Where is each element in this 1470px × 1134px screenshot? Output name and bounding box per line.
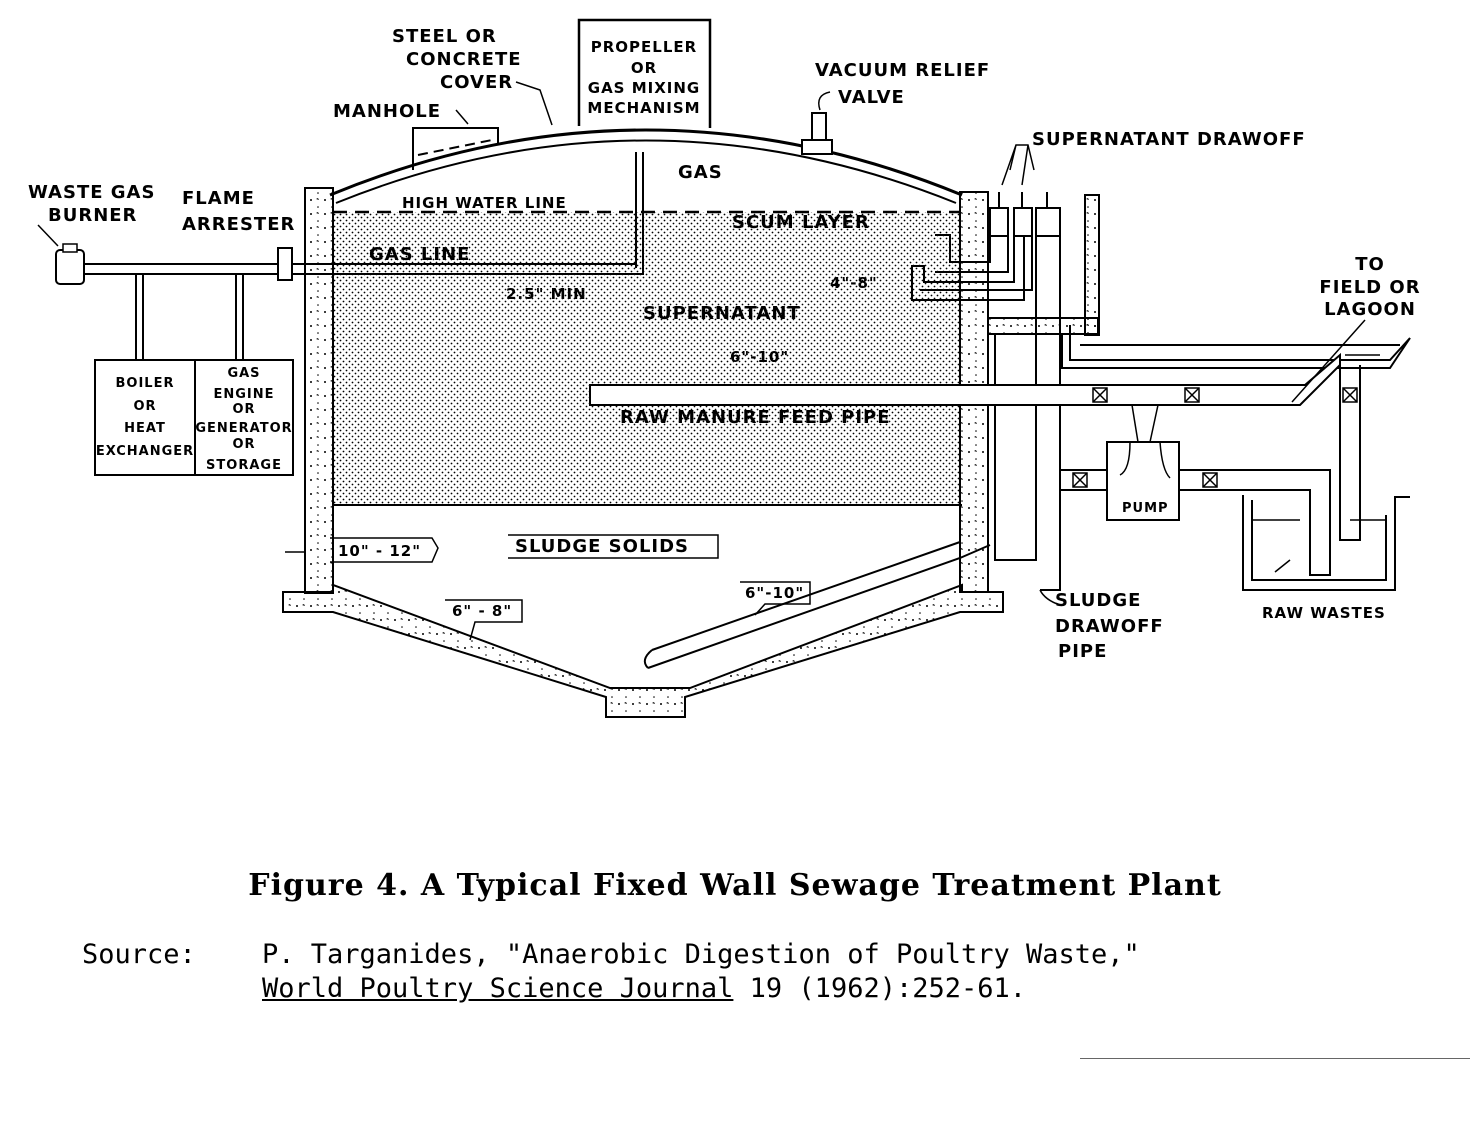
- raw-wastes-label: RAW WASTES: [1262, 604, 1386, 622]
- manhole: [412, 127, 499, 170]
- supernatant-label: SUPERNATANT: [643, 303, 801, 324]
- pump: [1106, 441, 1180, 521]
- dim-10-12-label: 10" - 12": [338, 542, 421, 560]
- propeller-housing: [577, 18, 712, 128]
- sludge-drawoff-pipe: [647, 541, 991, 669]
- min-25-label: 2.5" MIN: [506, 285, 587, 303]
- source-citation: Source: P. Targanides, "Anaerobic Digesti…: [82, 938, 1140, 1006]
- floor-slab: [282, 583, 1004, 718]
- source-title: "Anaerobic Digestion of Poultry Waste,": [505, 939, 1140, 970]
- gas-line-label: GAS LINE: [369, 244, 470, 265]
- dim-6-10-top-label: 6"-10": [730, 348, 789, 366]
- scan-artifact-line: [1080, 1058, 1470, 1059]
- source-journal: World Poultry Science Journal: [262, 973, 734, 1004]
- high-water-line-label: HIGH WATER LINE: [402, 194, 567, 212]
- dim-6-10-bottom-label: 6"-10": [745, 584, 804, 602]
- dim-6-8-label: 6" - 8": [452, 602, 512, 620]
- dome-cover: [329, 128, 963, 197]
- manhole-label: MANHOLE: [333, 101, 441, 122]
- waste-gas-burner: [55, 249, 85, 285]
- source-author: P. Targanides,: [262, 939, 490, 970]
- feed-pipe-valves: [1092, 387, 1200, 403]
- source-citation-details: 19 (1962):252-61.: [733, 973, 1027, 1004]
- raw-manure-feed-pipe-label: RAW MANURE FEED PIPE: [620, 407, 891, 428]
- source-line-2: World Poultry Science Journal 19 (1962):…: [82, 972, 1140, 1006]
- gas-engine-box: [194, 359, 294, 476]
- sludge-solids-label: SLUDGE SOLIDS: [515, 536, 689, 557]
- supernatant-drawoff-label: SUPERNATANT DRAWOFF: [1032, 129, 1306, 150]
- source-label: Source:: [82, 939, 196, 970]
- figure-caption: Figure 4. A Typical Fixed Wall Sewage Tr…: [248, 868, 1222, 903]
- pump-label: PUMP: [1122, 501, 1169, 516]
- outlet-pipe: [1061, 325, 1411, 369]
- flame-arrester: [277, 247, 293, 281]
- source-line-1: Source: P. Targanides, "Anaerobic Digesti…: [82, 938, 1140, 972]
- raw-wastes-tank: [1242, 495, 1410, 591]
- scum-layer-label: SCUM LAYER: [732, 212, 870, 233]
- vacuum-relief-valve: [811, 112, 827, 144]
- boiler-box: [94, 359, 196, 476]
- supernatant-drawoff-pipes: [911, 192, 1061, 591]
- dim-4-8-label: 4"-8": [830, 274, 878, 292]
- supernatant-region: [332, 212, 960, 504]
- left-wall: [304, 187, 334, 594]
- gas-label: GAS: [678, 162, 723, 183]
